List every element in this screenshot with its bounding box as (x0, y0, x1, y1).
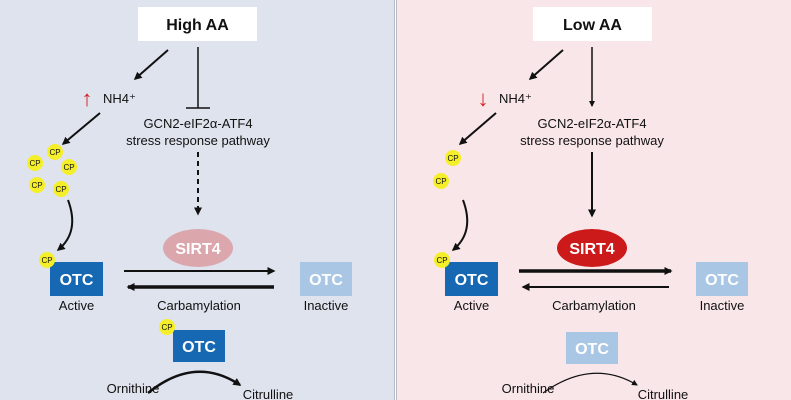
otc-bottom-label: OTC (575, 341, 609, 358)
cp-label: CP (29, 159, 40, 168)
otc-active-box (50, 262, 103, 296)
low-aa-diagram: Low AA ↓ NH4⁺ GCN2-eIF2α-ATF4 stress res… (433, 7, 748, 400)
cp-to-otc-arrow (451, 199, 469, 251)
cp-circle (39, 252, 55, 268)
pathway-label-line1: GCN2-eIF2α-ATF4 (537, 116, 646, 131)
ornithine-label: Ornithine (107, 381, 160, 396)
active-caption: Active (454, 298, 489, 313)
up-arrow-icon: ↑ (82, 86, 93, 111)
ornithine-to-citrulline-arrow (147, 370, 242, 394)
cp-label: CP (41, 256, 52, 265)
title-box (138, 7, 257, 41)
cp-to-otc-arrow (56, 199, 74, 251)
citrulline-label: Citrulline (243, 387, 294, 400)
cp-circle (29, 177, 45, 193)
cp-circle (445, 150, 461, 166)
cp-circle (61, 159, 77, 175)
carbamylation-label: Carbamylation (552, 298, 636, 313)
otc-active-label: OTC (455, 272, 489, 289)
cp-label: CP (55, 185, 66, 194)
otc-bottom-label: OTC (182, 339, 216, 356)
otc-inactive-box (696, 262, 748, 296)
sirt4-label: SIRT4 (569, 241, 614, 258)
ornithine-label: Ornithine (502, 381, 555, 396)
otc-inactive-label: OTC (705, 272, 739, 289)
panel-title: High AA (166, 17, 229, 34)
cp-circle (434, 252, 450, 268)
down-arrow-icon: ↓ (478, 86, 489, 111)
cp-cluster: CP CP CP CP CP (27, 144, 77, 197)
cp-label: CP (435, 177, 446, 186)
ornithine-to-citrulline-arrow (542, 372, 638, 394)
pathway-label-line2: stress response pathway (126, 133, 270, 148)
nh4-to-cp-arrow (61, 112, 101, 145)
nh4-label: NH4⁺ (103, 91, 136, 106)
cp-circle (433, 173, 449, 189)
cp-circle (47, 144, 63, 160)
sirt4-ellipse (557, 229, 627, 267)
cp-label: CP (31, 181, 42, 190)
otc-bottom-box (173, 330, 225, 362)
high-aa-diagram: High AA ↑ NH4⁺ GCN2-eIF2α-ATF4 stress re… (27, 7, 352, 400)
otc-active-label: OTC (60, 272, 94, 289)
pathway-label-line2: stress response pathway (520, 133, 664, 148)
panel-divider (394, 0, 395, 400)
pathway-label-line1: GCN2-eIF2α-ATF4 (143, 116, 252, 131)
title-to-nh4-arrow (133, 49, 169, 80)
title-box (533, 7, 652, 41)
sirt4-label: SIRT4 (175, 241, 220, 258)
cp-label: CP (161, 323, 172, 332)
inactive-caption: Inactive (700, 298, 745, 313)
panel-title: Low AA (563, 17, 622, 34)
active-caption: Active (59, 298, 94, 313)
otc-bottom-box (566, 332, 618, 364)
cp-circle (159, 319, 175, 335)
cp-label: CP (63, 163, 74, 172)
citrulline-label: Citrulline (638, 387, 689, 400)
cp-circle (53, 181, 69, 197)
cp-label: CP (49, 148, 60, 157)
otc-inactive-label: OTC (309, 272, 343, 289)
title-to-nh4-arrow (528, 49, 564, 80)
sirt4-ellipse (163, 229, 233, 267)
inactive-caption: Inactive (304, 298, 349, 313)
cp-label: CP (447, 154, 458, 163)
panel-divider-inner (396, 0, 397, 400)
nh4-to-cp-arrow (458, 112, 497, 145)
nh4-label: NH4⁺ (499, 91, 532, 106)
otc-inactive-box (300, 262, 352, 296)
carbamylation-label: Carbamylation (157, 298, 241, 313)
cp-label: CP (436, 256, 447, 265)
cp-circle (27, 155, 43, 171)
otc-active-box (445, 262, 498, 296)
